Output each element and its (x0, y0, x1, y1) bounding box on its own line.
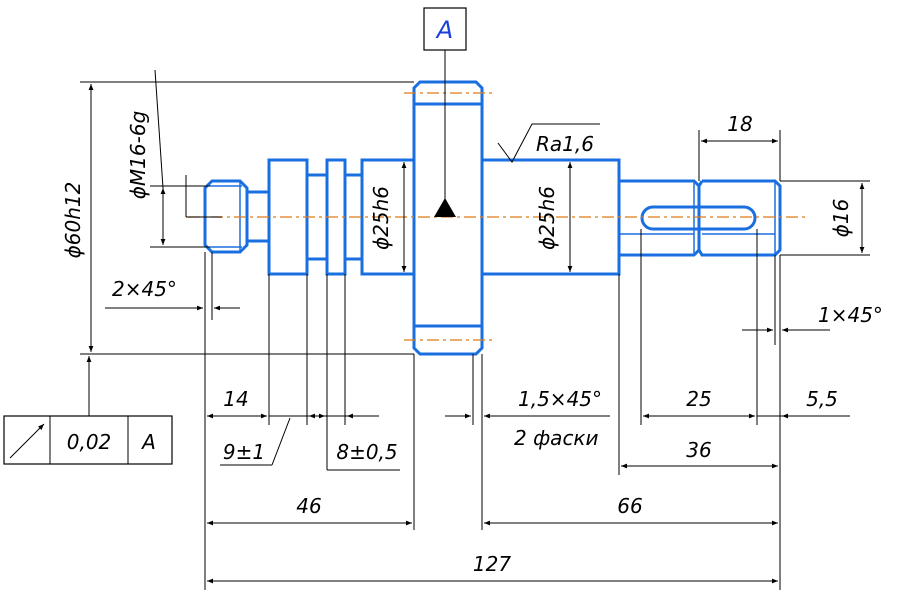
dim-gear-chamfer: 1,5×45° 2 фаски (445, 387, 610, 450)
dim-l66: 66 (484, 494, 778, 526)
datum-letter: A (435, 16, 453, 44)
neck-section (247, 190, 269, 243)
label-chamfer-left: 2×45° (112, 277, 177, 301)
dim-l46: 46 (207, 494, 412, 526)
dim-l14: 14 (207, 387, 267, 419)
groove-2 (345, 173, 362, 261)
dim-d25-left: ϕ25h6 (369, 162, 407, 272)
dim-l5-5: 5,5 (757, 387, 850, 419)
label-d25-left: ϕ25h6 (369, 186, 393, 250)
dim-d16: ϕ16 (780, 180, 870, 256)
runout-arrow-icon (9, 423, 45, 459)
dim-m16: ϕM16-6g (126, 69, 222, 248)
dim-l36: 36 (621, 438, 778, 469)
extension-lines (204, 130, 781, 590)
label-l5-5: 5,5 (806, 387, 838, 411)
datum-marker: A (423, 7, 467, 217)
runout-datum: A (140, 430, 156, 454)
runout-frame: 0,02 A (3, 356, 173, 465)
dim-l127: 127 (207, 552, 778, 584)
label-l18: 18 (727, 112, 752, 136)
dim-d25-right: ϕ25h6 (535, 162, 573, 272)
label-l127: 127 (473, 552, 511, 576)
dim-chamfer-right: 1×45° (742, 255, 883, 345)
datum-triangle (434, 198, 456, 217)
dim-chamfer-left: 2×45° (105, 252, 240, 320)
label-l46: 46 (296, 494, 321, 518)
dim-l25: 25 (643, 387, 755, 419)
label-gear-chamfer-note: 2 фаски (514, 426, 599, 450)
label-l36: 36 (686, 438, 711, 462)
roughness-symbol: Ra1,6 (497, 123, 600, 163)
label-d25-right: ϕ25h6 (535, 186, 559, 250)
dim-l18: 18 (701, 112, 778, 144)
center-axis (188, 92, 806, 341)
groove-1 (307, 173, 327, 261)
label-gear-chamfer: 1,5×45° (518, 387, 602, 411)
runout-tolerance: 0,02 (67, 430, 112, 454)
label-roughness: Ra1,6 (536, 132, 594, 156)
label-l9: 9±1 (223, 440, 265, 464)
label-l66: 66 (617, 494, 642, 518)
label-l14: 14 (223, 387, 248, 411)
label-m16: ϕM16-6g (126, 111, 150, 200)
label-l8: 8±0,5 (336, 440, 397, 464)
label-d60: ϕ60h12 (61, 182, 85, 259)
gear-body (412, 80, 484, 356)
shaft-outline (203, 80, 782, 356)
label-d16: ϕ16 (829, 199, 853, 238)
dim-l8: 8±0,5 (327, 413, 400, 471)
label-chamfer-right: 1×45° (818, 303, 883, 327)
dim-d60: ϕ60h12 (61, 81, 414, 355)
keyway-slot (640, 205, 757, 231)
keyed-shaft (617, 179, 701, 257)
label-l25: 25 (686, 387, 711, 411)
